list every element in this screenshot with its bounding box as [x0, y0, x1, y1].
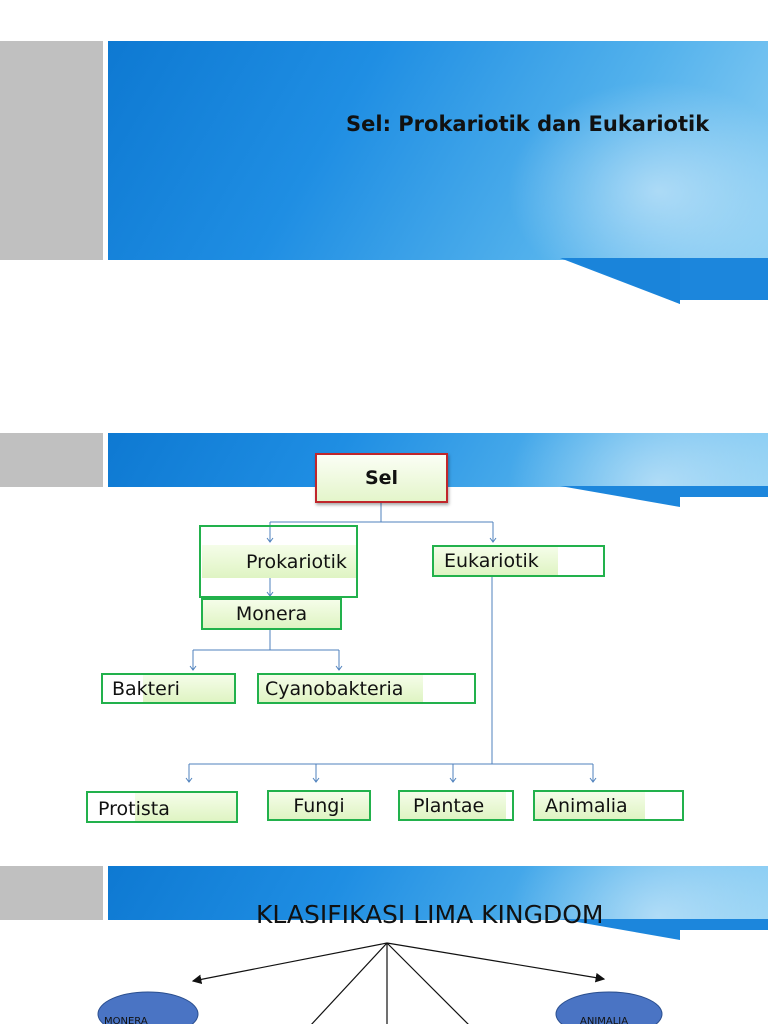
node-eukariotik-label: Eukariotik	[444, 550, 539, 572]
slide3-gray-block	[0, 866, 103, 920]
slide1-banner	[108, 41, 768, 301]
node-cyanobakteria-fill	[259, 675, 423, 702]
node-plantae-fill	[400, 792, 506, 819]
slide3-title: KLASIFIKASI LIMA KINGDOM	[256, 900, 604, 929]
node-animalia-fill	[535, 792, 645, 819]
oval-monera	[97, 991, 199, 1024]
slide1-banner-tab	[560, 258, 768, 304]
node-fungi: Fungi	[267, 790, 371, 821]
node-fungi-label: Fungi	[293, 794, 345, 817]
slide1-gray-block	[0, 41, 103, 260]
node-monera: Monera	[201, 598, 342, 630]
node-protista: Protista	[86, 791, 238, 823]
node-prokariotik-frame	[199, 525, 358, 598]
node-sel: Sel	[315, 453, 448, 503]
node-cyanobakteria-label: Cyanobakteria	[265, 677, 404, 700]
node-animalia: Animalia	[533, 790, 684, 821]
slide3-arrows	[97, 919, 768, 1024]
slide-cell-tree: Sel Prokariotik Eukariotik Monera Bakter…	[0, 373, 768, 823]
node-plantae-label: Plantae	[413, 794, 485, 817]
slide3-banner	[108, 860, 768, 1024]
node-plantae: Plantae	[398, 790, 514, 821]
slide2-gray-block	[0, 433, 103, 487]
node-bakteri-label: Bakteri	[112, 677, 180, 700]
oval-animalia-label: ANIMALIA	[580, 1016, 629, 1024]
node-protista-label: Protista	[98, 798, 170, 820]
node-monera-label: Monera	[235, 603, 308, 625]
node-protista-fill	[135, 793, 236, 821]
slide-title: Sel: Prokariotik dan Eukariotik	[0, 0, 768, 320]
node-bakteri-fill	[143, 675, 234, 702]
oval-monera-label: MONERA	[104, 1016, 148, 1024]
node-sel-label: Sel	[364, 467, 399, 489]
node-bakteri: Bakteri	[101, 673, 236, 704]
slide-five-kingdoms: KLASIFIKASI LIMA KINGDOM MONERA ANIMALIA	[0, 860, 768, 1024]
node-animalia-label: Animalia	[545, 794, 628, 817]
node-cyanobakteria: Cyanobakteria	[257, 673, 476, 704]
oval-animalia	[555, 991, 663, 1024]
slide1-title: Sel: Prokariotik dan Eukariotik	[346, 112, 710, 136]
node-eukariotik-fill	[434, 547, 558, 575]
slide2-connectors	[185, 486, 768, 783]
node-prokariotik: Prokariotik	[202, 545, 356, 578]
node-prokariotik-label: Prokariotik	[246, 550, 347, 573]
node-eukariotik: Eukariotik	[432, 545, 605, 577]
